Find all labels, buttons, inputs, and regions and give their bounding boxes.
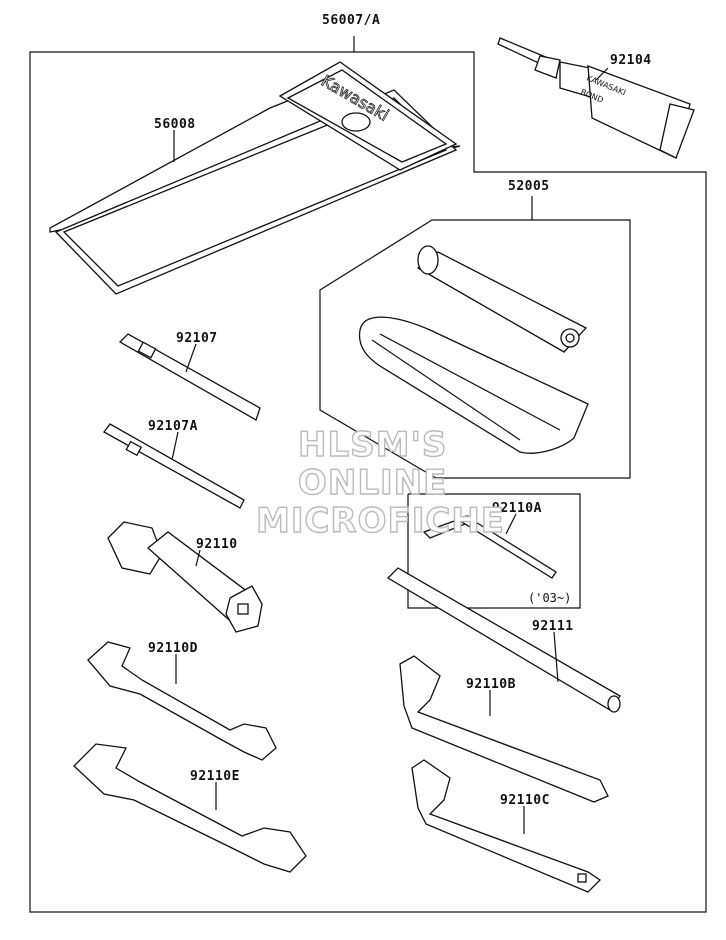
screwdriver (118, 333, 261, 421)
wrench-e (73, 743, 307, 873)
hook-wrench-b (399, 655, 609, 803)
hex-key (422, 515, 557, 579)
assembly-outline (29, 36, 707, 913)
kit-handle (416, 245, 588, 353)
watermark-line2: ONLINE (298, 463, 447, 503)
label-assembly: 56007/A (322, 13, 380, 28)
label-wrench-e: 92110E (190, 769, 240, 784)
label-hook-b: 92110B (466, 677, 516, 692)
label-pouch: 56008 (154, 117, 196, 132)
label-handle-bar: 92111 (532, 619, 574, 634)
handle-bar (386, 567, 621, 713)
wrench-d (87, 641, 277, 761)
tool-pouch: Kawasaki (49, 61, 461, 295)
box-wrench (107, 521, 263, 633)
kit-outline (319, 196, 631, 479)
kit-roll-pouch (358, 316, 589, 454)
label-hook-c: 92110C (500, 793, 550, 808)
hex-key-outline (407, 493, 581, 609)
label-wrench-d: 92110D (148, 641, 198, 656)
label-bond: 92104 (610, 53, 652, 68)
label-screwdriver-a: 92107A (148, 419, 198, 434)
label-kit: 52005 (508, 179, 550, 194)
hex-key-note: ('03~) (528, 591, 571, 605)
label-hex-key: 92110A (492, 501, 542, 516)
watermark-line3: MICROFICHE (256, 501, 505, 541)
label-screwdriver: 92107 (176, 331, 218, 346)
screwdriver-a (103, 423, 245, 509)
bond-tube: KAWASAKI BOND (497, 37, 695, 159)
watermark-line1: HLSM'S (298, 425, 447, 465)
label-box-wrench: 92110 (196, 537, 238, 552)
hook-wrench-c (411, 759, 602, 893)
